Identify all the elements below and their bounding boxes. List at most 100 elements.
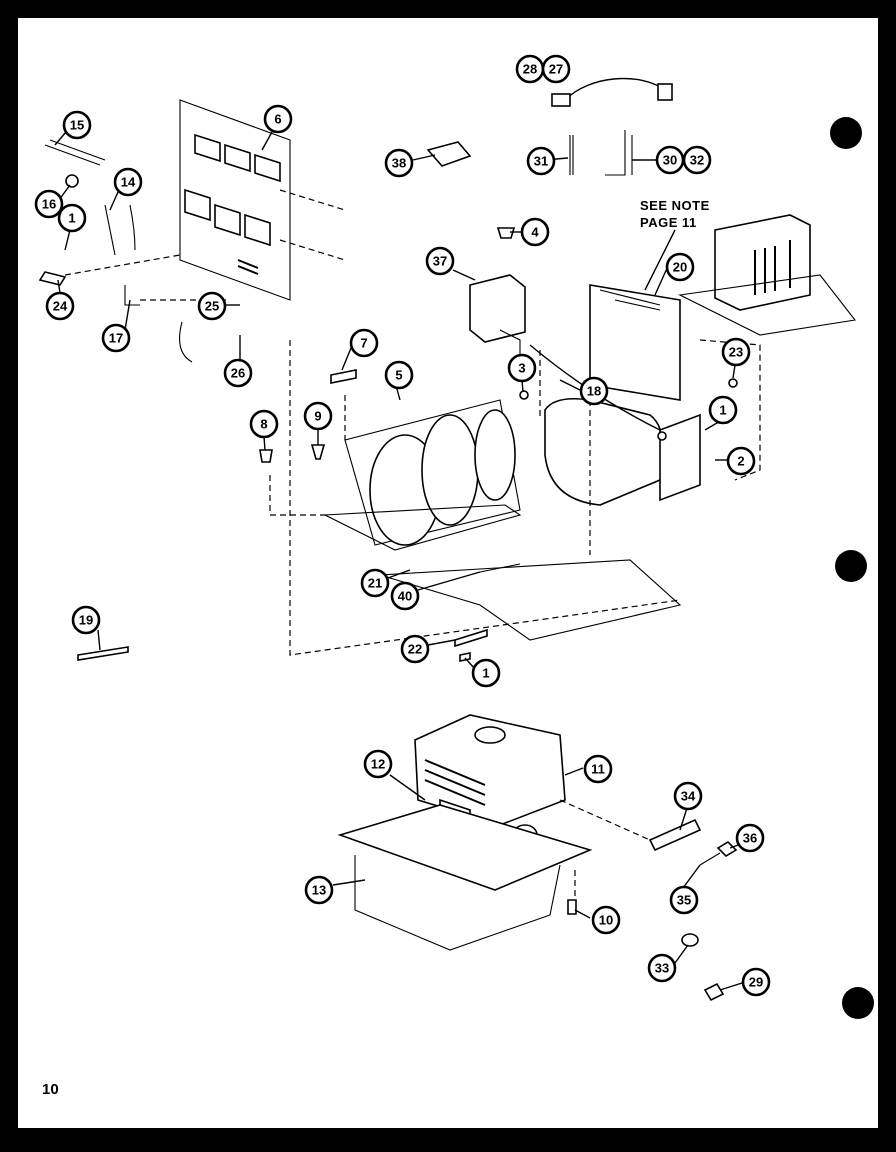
callout-leaders <box>54 131 743 991</box>
svg-text:6: 6 <box>274 112 281 127</box>
svg-text:30: 30 <box>663 153 677 168</box>
page-border-bottom <box>0 1128 896 1152</box>
callout-1-left: 1 <box>57 203 87 233</box>
wire-harness-clips <box>426 77 673 176</box>
callout-36: 36 <box>735 823 765 853</box>
callout-27: 27 <box>541 54 571 84</box>
callout-13: 13 <box>304 875 334 905</box>
svg-text:17: 17 <box>109 331 123 346</box>
callout-23: 23 <box>721 337 751 367</box>
callout-21: 21 <box>360 568 390 598</box>
svg-text:4: 4 <box>531 225 539 240</box>
callout-11: 11 <box>583 754 613 784</box>
callout-22: 22 <box>400 634 430 664</box>
svg-text:13: 13 <box>312 883 326 898</box>
callout-31: 31 <box>526 146 556 176</box>
page-border-right <box>878 0 896 1152</box>
callout-19: 19 <box>71 605 101 635</box>
svg-text:27: 27 <box>549 62 563 77</box>
svg-text:16: 16 <box>42 197 56 212</box>
callout-28: 28 <box>515 54 545 84</box>
callout-1-lower: 1 <box>471 658 501 688</box>
callout-33: 33 <box>647 953 677 983</box>
svg-text:22: 22 <box>408 642 422 657</box>
svg-text:26: 26 <box>231 366 245 381</box>
svg-text:37: 37 <box>433 254 447 269</box>
waveguide-box <box>337 804 593 951</box>
see-note-label-line1: SEE NOTE <box>640 198 710 213</box>
svg-text:20: 20 <box>673 260 687 275</box>
svg-text:33: 33 <box>655 961 669 976</box>
base-plate <box>379 559 682 641</box>
assembly-outline <box>269 339 761 656</box>
svg-text:14: 14 <box>121 175 136 190</box>
svg-text:18: 18 <box>587 384 601 399</box>
svg-text:40: 40 <box>398 589 412 604</box>
svg-text:5: 5 <box>395 368 402 383</box>
callout-38: 38 <box>384 148 414 178</box>
callout-8: 8 <box>249 409 279 439</box>
callout-2: 2 <box>726 446 756 476</box>
high-voltage-transformer <box>678 214 857 336</box>
callout-37: 37 <box>425 246 455 276</box>
callout-4: 4 <box>520 217 550 247</box>
callout-5: 5 <box>384 360 414 390</box>
callout-15: 15 <box>62 110 92 140</box>
svg-text:8: 8 <box>260 417 267 432</box>
page-border-left <box>0 0 18 1152</box>
callout-12: 12 <box>363 749 393 779</box>
fan-motor-assembly <box>322 399 522 551</box>
svg-text:24: 24 <box>53 299 68 314</box>
callout-10: 10 <box>591 905 621 935</box>
svg-text:28: 28 <box>523 62 537 77</box>
svg-text:21: 21 <box>368 576 382 591</box>
callout-26: 26 <box>223 358 253 388</box>
svg-text:9: 9 <box>314 409 321 424</box>
binder-hole-2 <box>835 550 867 582</box>
high-voltage-capacitor <box>529 344 701 506</box>
relay-switch <box>469 274 526 355</box>
callout-16: 16 <box>34 189 64 219</box>
svg-text:23: 23 <box>729 345 743 360</box>
switch-bracket-assembly <box>179 99 346 301</box>
svg-text:29: 29 <box>749 975 763 990</box>
svg-text:3: 3 <box>518 361 525 376</box>
svg-text:25: 25 <box>205 299 219 314</box>
svg-text:19: 19 <box>79 613 93 628</box>
svg-text:2: 2 <box>737 454 744 469</box>
note-leader <box>644 229 676 291</box>
binder-hole-3 <box>842 987 874 1019</box>
svg-text:1: 1 <box>68 211 75 226</box>
svg-text:38: 38 <box>392 156 406 171</box>
callout-29: 29 <box>741 967 771 997</box>
callout-1-right: 1 <box>708 395 738 425</box>
callout-18-upper: 18 <box>579 376 609 406</box>
see-note-label-line2: PAGE 11 <box>640 215 697 230</box>
callout-34: 34 <box>673 781 703 811</box>
callout-25: 25 <box>197 291 227 321</box>
callout-35: 35 <box>669 885 699 915</box>
page-number: 10 <box>42 1081 59 1098</box>
svg-text:10: 10 <box>599 913 613 928</box>
svg-text:35: 35 <box>677 893 691 908</box>
svg-text:1: 1 <box>482 666 489 681</box>
callout-6: 6 <box>263 104 293 134</box>
binder-hole-1 <box>830 117 862 149</box>
callout-17: 17 <box>101 323 131 353</box>
callout-24: 24 <box>45 291 75 321</box>
magnetron <box>414 714 566 847</box>
fasteners <box>77 227 738 662</box>
callout-30: 30 <box>655 145 685 175</box>
svg-text:34: 34 <box>681 789 696 804</box>
svg-text:15: 15 <box>70 118 84 133</box>
callout-40: 40 <box>390 581 420 611</box>
callout-14: 14 <box>113 167 143 197</box>
svg-text:1: 1 <box>719 403 726 418</box>
svg-text:11: 11 <box>591 762 605 777</box>
callout-3: 3 <box>507 353 537 383</box>
svg-text:12: 12 <box>371 757 385 772</box>
thermal-cutout-parts <box>559 799 738 1002</box>
page-border-top <box>0 0 896 18</box>
